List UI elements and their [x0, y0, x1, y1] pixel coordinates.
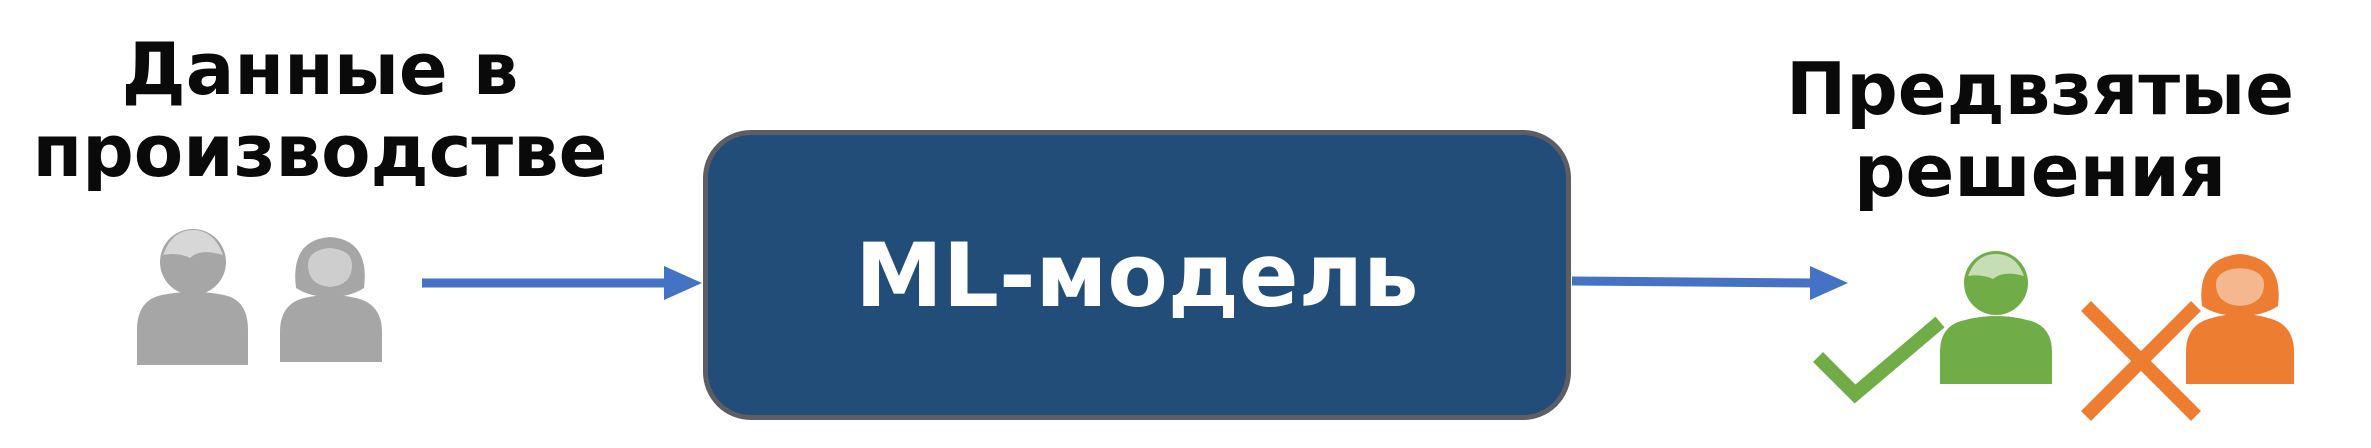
person-female-icon [2186, 254, 2294, 384]
person-male-icon [1940, 251, 2052, 384]
input-title-line1: Данные в [121, 27, 519, 111]
checkmark-icon [1813, 316, 1945, 404]
person-male-icon [137, 229, 248, 365]
output-title: Предвзятые решения [1740, 48, 2340, 212]
input-title: Данные в производстве [20, 28, 620, 192]
output-title-line2: решения [1853, 129, 2227, 213]
input-title-line2: производстве [32, 109, 608, 193]
input-arrow [422, 266, 702, 300]
output-arrow [1571, 266, 1848, 300]
person-female-icon [280, 237, 382, 362]
cross-icon [2081, 301, 2201, 421]
output-title-line1: Предвзятые [1785, 47, 2295, 131]
ml-model-label: ML-модель [855, 223, 1419, 327]
ml-model-box: ML-модель [703, 130, 1571, 420]
